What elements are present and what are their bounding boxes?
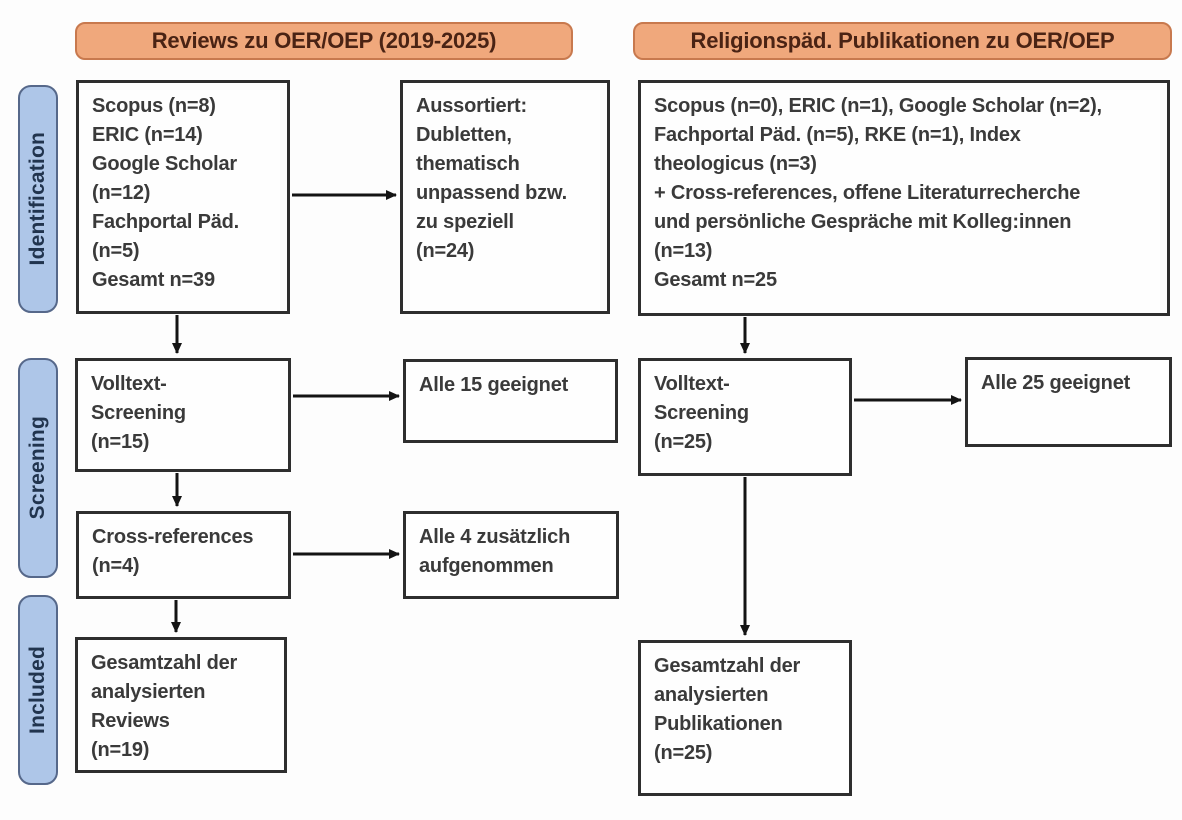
text-line: Alle 15 geeignet xyxy=(419,374,569,396)
box-relpaed-fulltext-screening: Volltext- Screening (n=25) xyxy=(638,358,852,476)
box-relpaed-fulltext-result: Alle 25 geeignet xyxy=(965,357,1172,447)
text-line: aufgenommen xyxy=(419,555,554,577)
text-line: Alle 25 geeignet xyxy=(981,372,1131,394)
text-line: Volltext- xyxy=(654,373,730,395)
box-relpaed-sources: Scopus (n=0), ERIC (n=1), Google Scholar… xyxy=(638,80,1170,316)
text-line: (n=15) xyxy=(91,431,150,453)
text-line: Google Scholar xyxy=(92,153,238,175)
text-line: (n=12) xyxy=(92,182,151,204)
text-line: Screening xyxy=(654,402,749,424)
stage-label-screening-text: Screening xyxy=(26,416,49,520)
text-line: theologicus (n=3) xyxy=(654,153,817,175)
text-line: unpassend bzw. xyxy=(416,182,567,204)
text-line: ERIC (n=14) xyxy=(92,124,203,146)
column-header-religionspaed: Religionspäd. Publikationen zu OER/OEP xyxy=(633,22,1172,60)
text-line: (n=24) xyxy=(416,240,475,262)
stage-label-identification: Identification xyxy=(18,85,58,313)
text-line: (n=19) xyxy=(91,739,150,761)
text-line: Gesamtzahl der xyxy=(654,655,801,677)
text-line: Publikationen xyxy=(654,713,783,735)
text-line: + Cross-references, offene Literaturrech… xyxy=(654,182,1081,204)
stage-label-included: Included xyxy=(18,595,58,785)
text-line: Fachportal Päd. xyxy=(92,211,240,233)
text-line: Dubletten, xyxy=(416,124,512,146)
text-line: analysierten xyxy=(91,681,206,703)
text-line: Volltext- xyxy=(91,373,167,395)
box-review-fulltext-screening: Volltext- Screening (n=15) xyxy=(75,358,291,472)
text-line: Cross-references xyxy=(92,526,254,548)
text-line: (n=4) xyxy=(92,555,140,577)
text-line: Scopus (n=0), ERIC (n=1), Google Scholar… xyxy=(654,95,1102,117)
text-line: (n=5) xyxy=(92,240,140,262)
text-line: Fachportal Päd. (n=5), RKE (n=1), Index xyxy=(654,124,1021,146)
box-review-crossref-result: Alle 4 zusätzlich aufgenommen xyxy=(403,511,619,599)
text-line: Gesamtzahl der xyxy=(91,652,238,674)
text-line: Gesamt n=39 xyxy=(92,269,215,291)
text-line: Alle 4 zusätzlich xyxy=(419,526,571,548)
box-review-crossreferences: Cross-references (n=4) xyxy=(76,511,291,599)
text-line: Scopus (n=8) xyxy=(92,95,216,117)
text-line: analysierten xyxy=(654,684,769,706)
stage-label-identification-text: Identification xyxy=(26,132,49,266)
text-line: (n=13) xyxy=(654,240,713,262)
text-line: Aussortiert: xyxy=(416,95,527,117)
box-review-excluded: Aussortiert: Dubletten, thematisch unpassen… xyxy=(400,80,610,314)
text-line: und persönliche Gespräche mit Kolleg:inn… xyxy=(654,211,1072,233)
text-line: Gesamt n=25 xyxy=(654,269,777,291)
stage-label-screening: Screening xyxy=(18,358,58,578)
text-line: zu speziell xyxy=(416,211,514,233)
text-line: (n=25) xyxy=(654,742,713,764)
column-header-reviews: Reviews zu OER/OEP (2019-2025) xyxy=(75,22,573,60)
stage-label-included-text: Included xyxy=(26,646,49,734)
text-line: Screening xyxy=(91,402,186,424)
text-line: Reviews xyxy=(91,710,170,732)
box-review-fulltext-result: Alle 15 geeignet xyxy=(403,359,618,443)
box-review-sources: Scopus (n=8) ERIC (n=14) Google Scholar (n=… xyxy=(76,80,290,314)
text-line: thematisch xyxy=(416,153,520,175)
text-line: (n=25) xyxy=(654,431,713,453)
